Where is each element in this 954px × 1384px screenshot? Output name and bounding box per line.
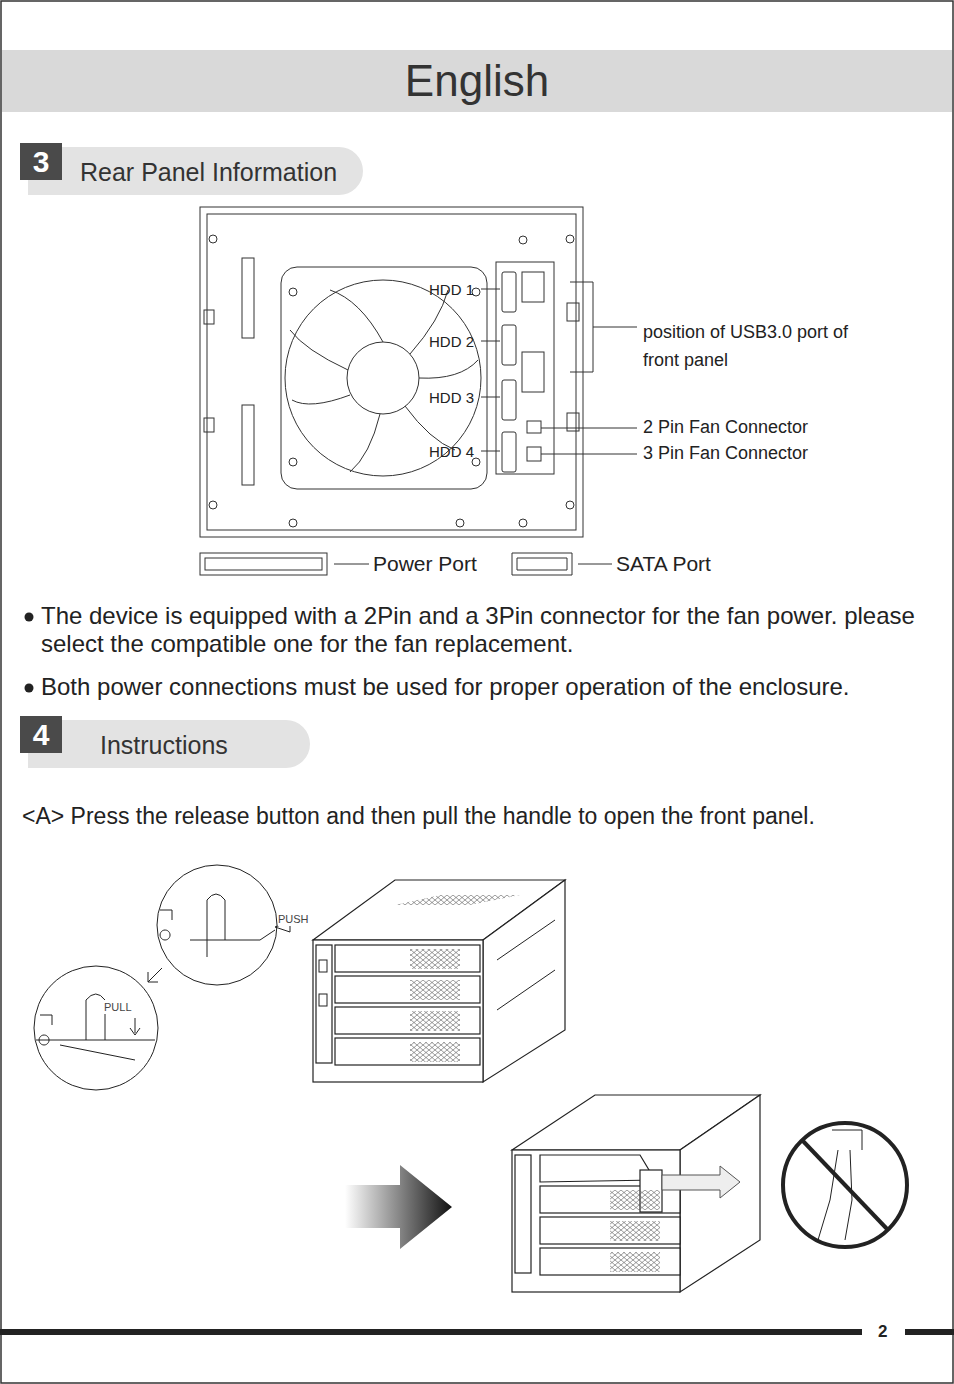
callout-label: position of USB3.0 port of front panel xyxy=(643,318,873,374)
action-label: PUSH xyxy=(278,912,309,926)
port-label: HDD 4 xyxy=(429,442,474,461)
section-number: 4 xyxy=(20,716,62,753)
callout-label: 2 Pin Fan Connector xyxy=(643,416,808,439)
legend-label: SATA Port xyxy=(616,551,711,577)
section-header: 4Instructions xyxy=(28,720,310,768)
page-title: English xyxy=(0,55,954,107)
section-header: 3Rear Panel Information xyxy=(28,147,363,195)
section-title: Rear Panel Information xyxy=(80,157,337,187)
section-title: Instructions xyxy=(100,730,228,760)
port-label: HDD 1 xyxy=(429,280,474,299)
port-label: HDD 2 xyxy=(429,332,474,351)
port-label: HDD 3 xyxy=(429,388,474,407)
note-text: Both power connections must be used for … xyxy=(41,673,946,701)
note-text: The device is equipped with a 2Pin and a… xyxy=(41,602,936,658)
page-number: 2 xyxy=(874,1321,891,1342)
section-number: 3 xyxy=(20,143,62,180)
instruction-text: <A> Press the release button and then pu… xyxy=(22,802,947,830)
callout-label: 3 Pin Fan Connector xyxy=(643,442,808,465)
action-label: PULL xyxy=(104,1000,132,1014)
legend-label: Power Port xyxy=(373,551,477,577)
